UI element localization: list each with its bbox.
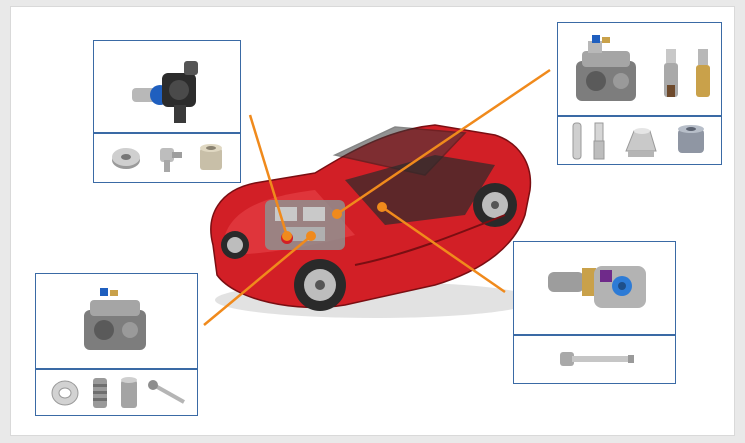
valve-disc-icon [110,144,142,172]
hollow-pin-icon [568,121,586,161]
bolt-fitting-icon [156,142,184,174]
washer-ring-icon [50,378,80,408]
valve-stem-icon [146,378,190,408]
valve-lifter-icon [662,45,680,101]
engine-assembly-icon [566,31,646,113]
flanged-housing-icon [620,121,660,161]
box-divider [558,115,721,117]
engine-bottom-left-box [35,273,198,416]
car-illustration [195,95,540,325]
cap-bushing-icon [674,123,708,159]
threaded-plug-icon [90,376,110,410]
shaft-pin-icon [554,348,638,372]
engine-assembly-icon [76,282,156,362]
bushing-sleeve-icon [118,376,140,410]
electric-actuator-icon [544,260,654,320]
box-divider [36,368,197,370]
box-divider [514,334,675,336]
fuel-pump-box [93,40,241,183]
box-divider [94,132,240,134]
stepped-pin-icon [590,121,608,161]
gold-plunger-icon [694,45,712,101]
actuator-box [513,241,676,384]
sleeve-bushing-icon [196,142,226,174]
engine-top-right-box [557,22,722,165]
high-pressure-fuel-pump-icon [122,53,212,128]
